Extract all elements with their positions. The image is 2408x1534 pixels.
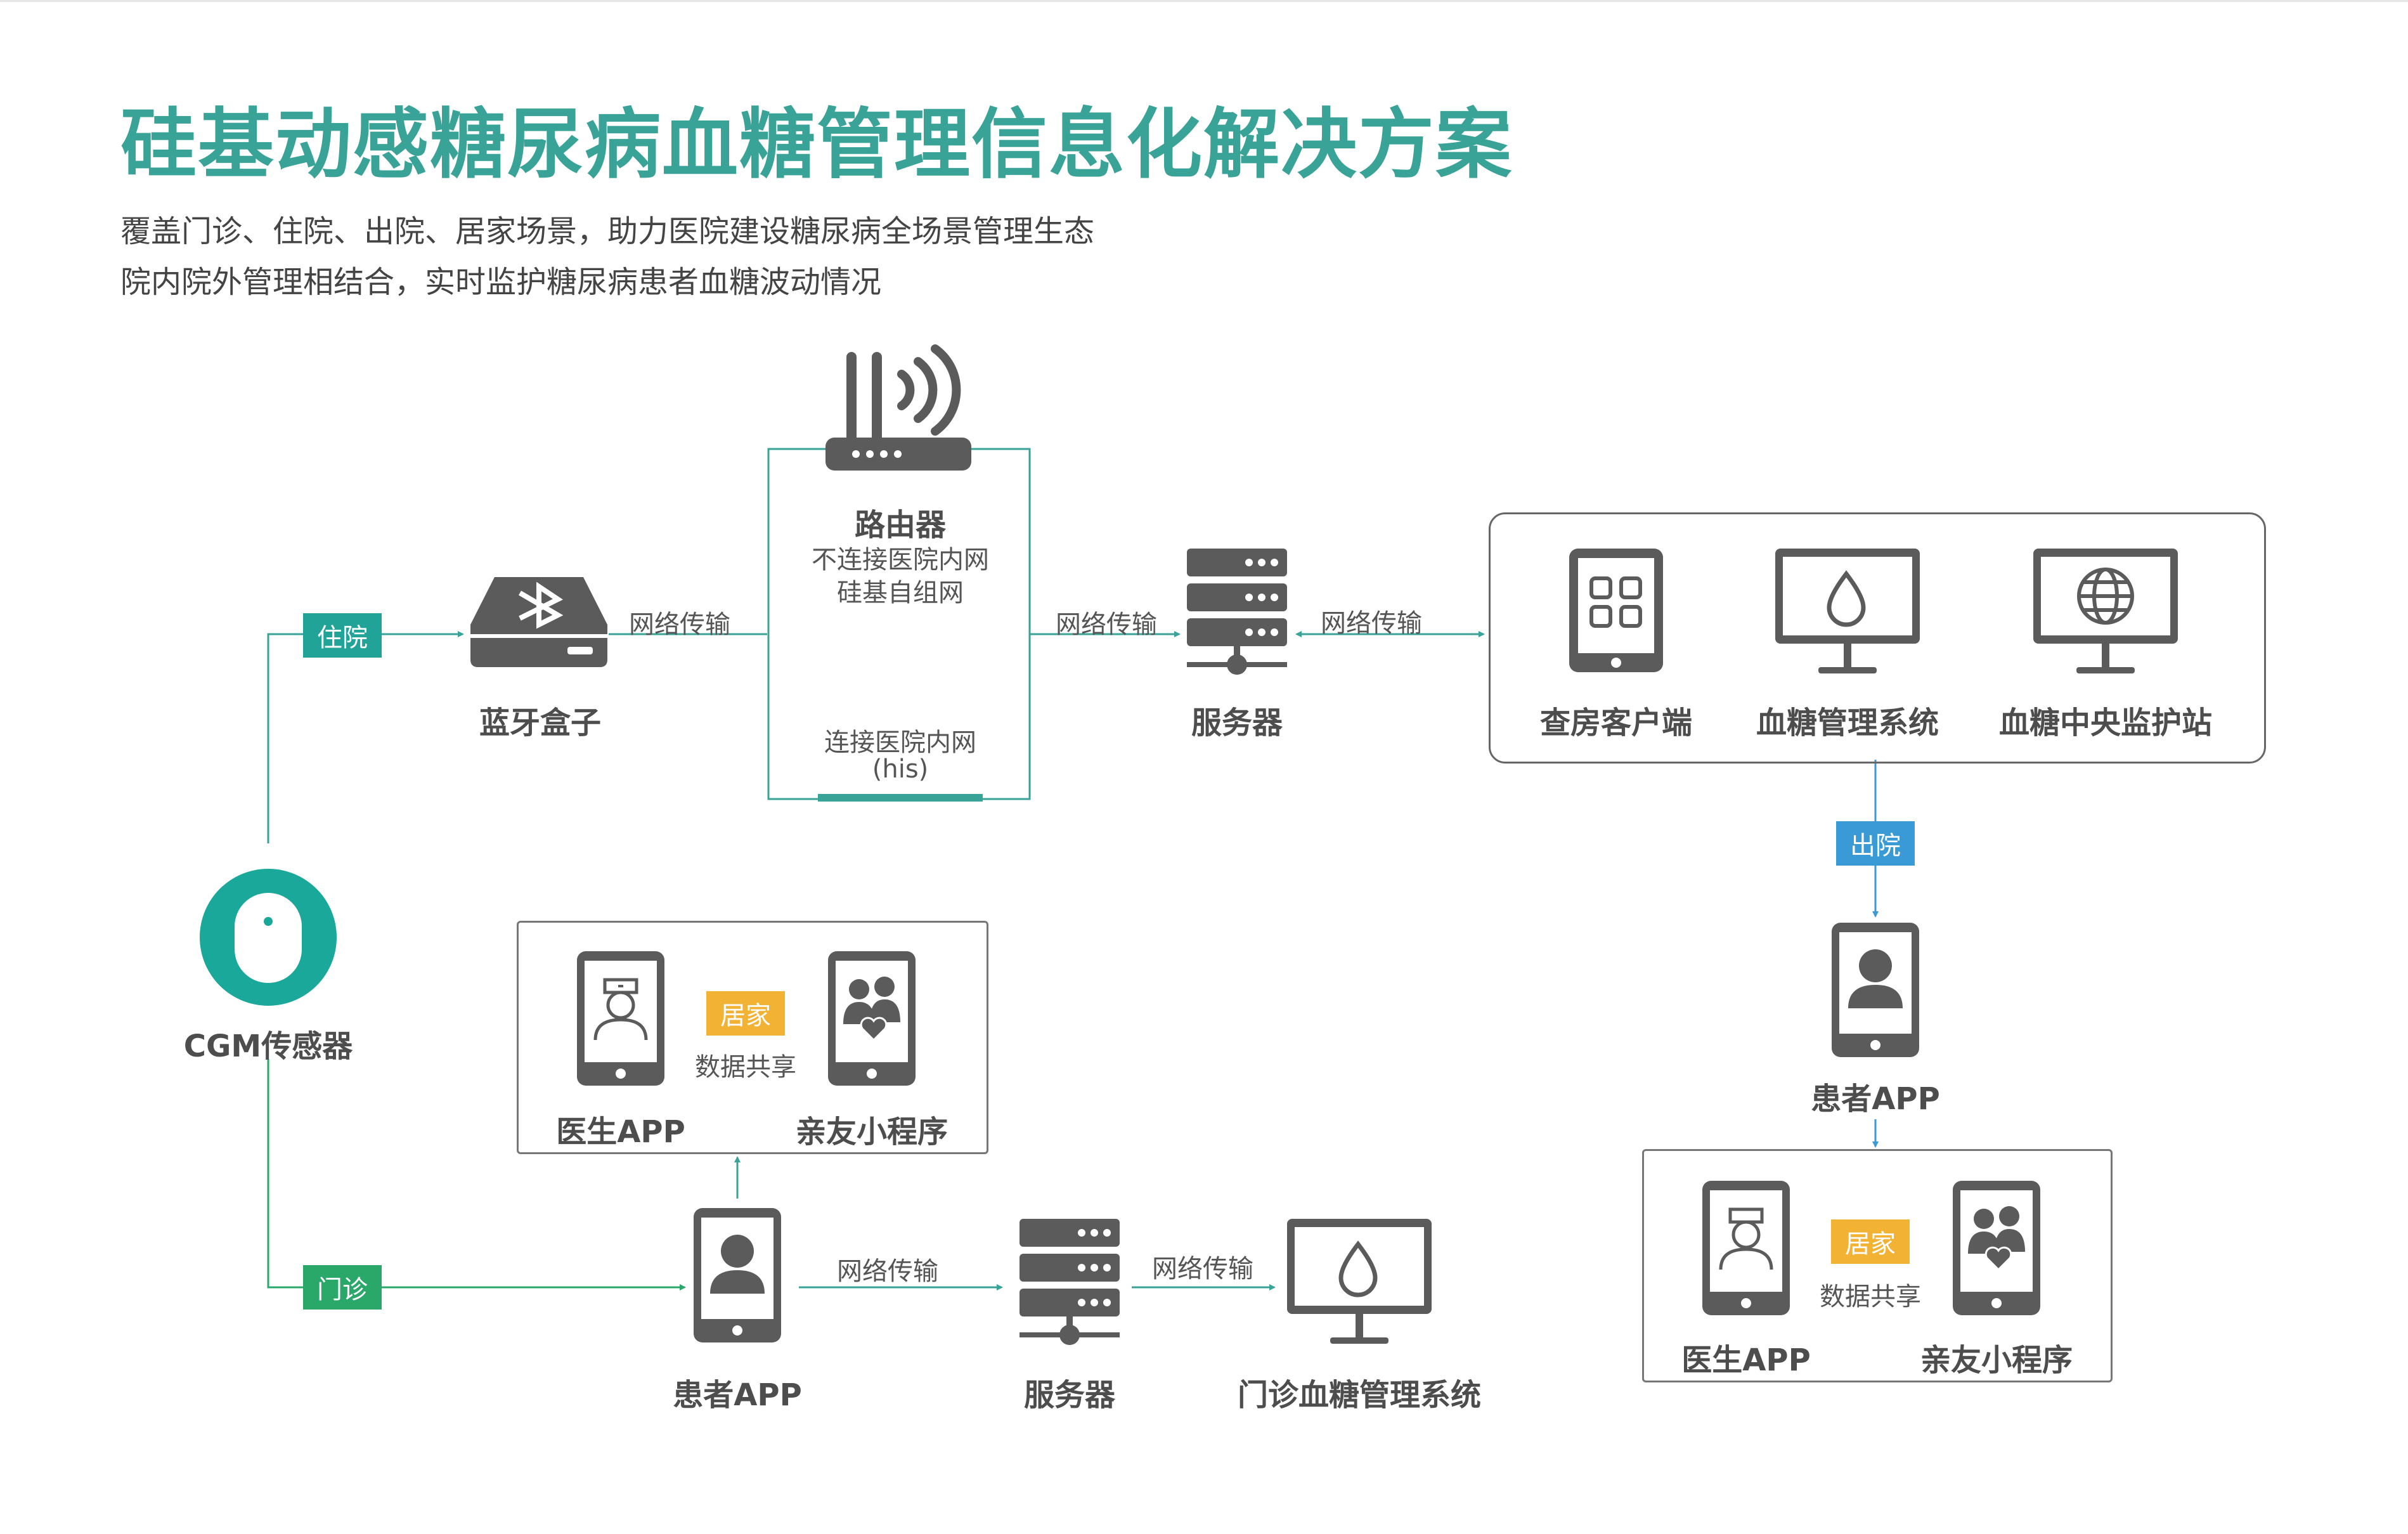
edge-label-router-server: 网络传输: [1056, 610, 1157, 639]
bt-box-label: 蓝牙盒子: [479, 705, 602, 741]
central-station-label: 血糖中央监护站: [1998, 705, 2213, 741]
edge-label-bt-router: 网络传输: [629, 610, 730, 639]
monitor-globe-icon: [2033, 549, 2178, 673]
server-bottom-label: 服务器: [1023, 1377, 1116, 1413]
line-cgm-to-outpatient: [267, 1059, 686, 1290]
phone-doctor-icon-right: [1702, 1181, 1790, 1315]
tag-home-left: 居家: [706, 991, 785, 1036]
edge-label-server-outpatient: 网络传输: [1152, 1254, 1253, 1284]
subtitle-line-1: 覆盖门诊、住院、出院、居家场景，助力医院建设糖尿病全场景管理生态: [120, 214, 1095, 249]
top-divider: [0, 0, 2408, 2]
edge-label-server-systems: 网络传输: [1321, 609, 1422, 638]
share-left: 数据共享: [695, 1053, 796, 1082]
phone-person-icon-right: [1832, 923, 1919, 1057]
hospital-systems-group: [1489, 512, 2266, 764]
monitor-drop-icon-top: [1775, 549, 1920, 673]
router-line-2: 硅基自组网: [837, 578, 964, 608]
cgm-label: CGM传感器: [183, 1029, 353, 1064]
router-icon: [825, 344, 971, 471]
share-right: 数据共享: [1820, 1282, 1921, 1311]
doctor-app-left-label: 医生APP: [556, 1114, 685, 1150]
phone-doctor-icon-left: [577, 951, 664, 1086]
cgm-sensor-icon: [200, 869, 337, 1006]
patient-app-right-label: 患者APP: [1811, 1081, 1940, 1117]
router-line-1: 不连接医院内网: [812, 545, 989, 575]
edge-label-app-server: 网络传输: [837, 1257, 938, 1286]
tag-inpatient: 住院: [303, 613, 382, 658]
family-mini-right-label: 亲友小程序: [1920, 1342, 2073, 1378]
router-bottom-2: (his): [872, 755, 929, 784]
router-title: 路由器: [854, 507, 947, 543]
patient-app-bottom-label: 患者APP: [673, 1377, 802, 1413]
phone-family-icon-left: [828, 951, 916, 1086]
tag-discharge: 出院: [1836, 821, 1915, 866]
subtitle-line-2: 院内院外管理相结合，实时监护糖尿病患者血糖波动情况: [120, 264, 882, 300]
glucose-system-label: 血糖管理系统: [1756, 705, 1939, 741]
his-bar: [818, 794, 983, 802]
ward-client-label: 查房客户端: [1539, 705, 1693, 741]
bluetooth-box-icon: [470, 577, 607, 667]
tag-outpatient: 门诊: [303, 1265, 382, 1310]
tag-home-right: 居家: [1831, 1219, 1910, 1264]
home-share-group-left: [517, 921, 988, 1154]
server-icon-bottom: [1020, 1219, 1120, 1345]
page-title: 硅基动感糖尿病血糖管理信息化解决方案: [120, 101, 1513, 189]
server-icon-top: [1187, 549, 1287, 675]
server-top-label: 服务器: [1191, 705, 1283, 741]
family-mini-left-label: 亲友小程序: [795, 1114, 948, 1150]
router-bottom-1: 连接医院内网: [824, 728, 976, 757]
tablet-icon: [1569, 549, 1663, 672]
line-cgm-to-inpatient: [267, 631, 464, 843]
phone-person-icon-bottom: [694, 1208, 781, 1342]
home-share-group-right: [1642, 1149, 2113, 1382]
phone-family-icon-right: [1953, 1181, 2040, 1315]
outpatient-system-label: 门诊血糖管理系统: [1237, 1377, 1482, 1413]
monitor-drop-icon-bottom: [1287, 1219, 1432, 1344]
doctor-app-right-label: 医生APP: [1681, 1342, 1811, 1378]
